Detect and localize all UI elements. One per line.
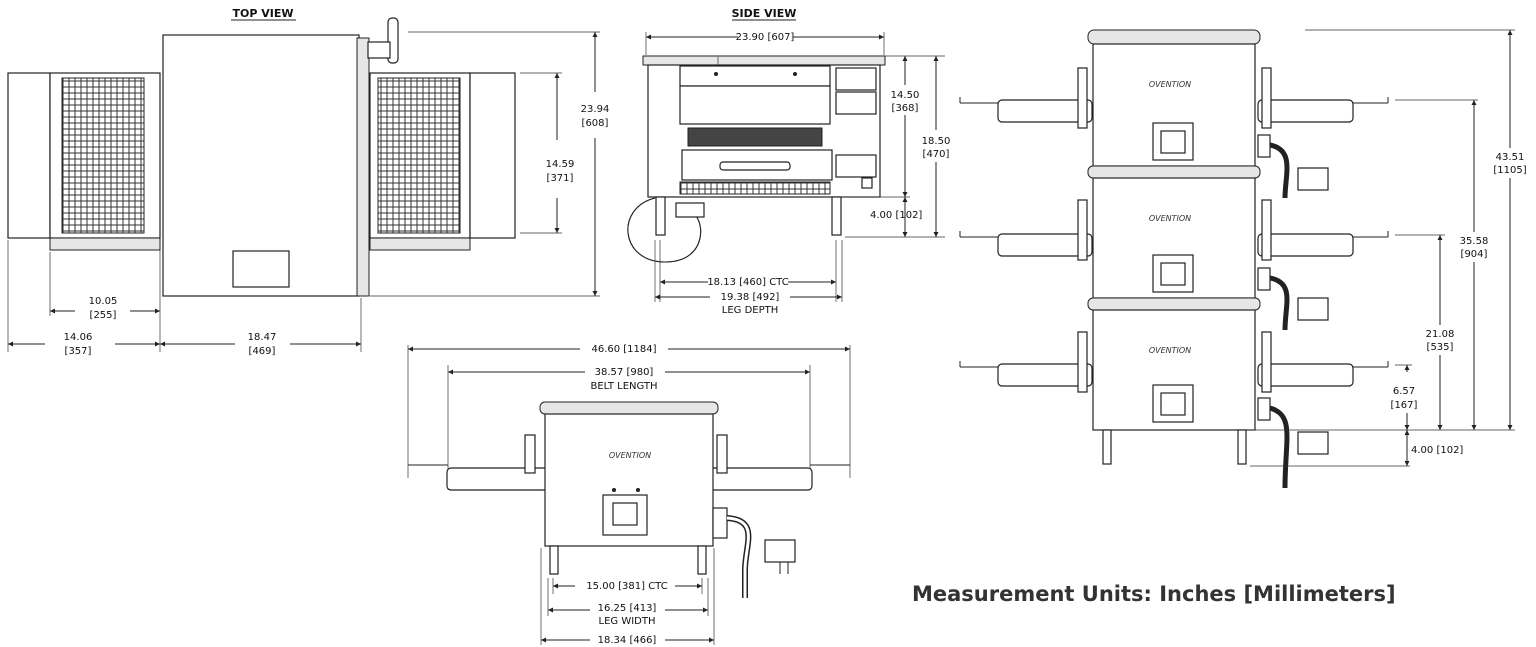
- top-view-title: TOP VIEW: [233, 7, 294, 20]
- dim-cabinet-width: 18.47: [248, 332, 277, 343]
- dim-stack-total-height-mm: [1105]: [1493, 165, 1526, 176]
- front-leg-left: [549, 545, 559, 575]
- dim-front-leg-width-label: LEG WIDTH: [599, 616, 656, 627]
- front-view: 46.60 [1184] 38.57 [980] BELT LENGTH OVE…: [407, 344, 851, 646]
- left-conveyor-cover: [7, 72, 51, 239]
- dim-left-extension-mm: [357]: [65, 346, 92, 357]
- stacked-oven-top: OVENTION: [959, 29, 1389, 199]
- dim-belt-length-label: BELT LENGTH: [590, 381, 657, 392]
- dim-upper-height: 14.50: [891, 90, 920, 101]
- stacked-logo-bottom: OVENTION: [1149, 346, 1191, 355]
- right-conveyor-cover: [469, 72, 516, 239]
- dim-side-width: 23.90 [607]: [736, 32, 795, 43]
- front-logo: OVENTION: [609, 451, 651, 460]
- dim-stack-one-height: 21.08: [1426, 329, 1455, 340]
- dim-overall-height: 18.50: [922, 136, 951, 147]
- side-view: SIDE VIEW 23.90 [607] 14.50: [627, 7, 951, 316]
- dim-top-depth-mm: [608]: [582, 118, 609, 129]
- stacked-oven-middle: OVENTION: [959, 165, 1389, 331]
- dim-stack-two-height: 35.58: [1460, 236, 1489, 247]
- dim-side-leg-depth-label: LEG DEPTH: [722, 305, 779, 316]
- dim-overall-height-mm: [470]: [923, 149, 950, 160]
- dim-stack-total-height: 43.51: [1496, 152, 1525, 163]
- dim-upper-height-mm: [368]: [892, 103, 919, 114]
- dim-side-leg-depth: 19.38 [492]: [721, 292, 780, 303]
- dim-front-leg-width: 16.25 [413]: [598, 603, 657, 614]
- units-note: Measurement Units: Inches [Millimeters]: [912, 582, 1396, 606]
- front-leg-right: [697, 545, 707, 575]
- dim-side-leg-ctc: 18.13 [460] CTC: [707, 277, 788, 288]
- control-panel: [232, 250, 290, 288]
- dim-conveyor-extension-mm: [255]: [90, 310, 117, 321]
- dim-belt-opening: 14.59: [546, 159, 575, 170]
- stacked-logo-middle: OVENTION: [1149, 214, 1191, 223]
- dim-stack-belt-height: 6.57: [1393, 386, 1415, 397]
- dim-stack-leg-height: 4.00 [102]: [1411, 445, 1463, 456]
- dim-conveyor-extension: 10.05: [89, 296, 118, 307]
- dim-cabinet-width-mm: [469]: [249, 346, 276, 357]
- dim-front-leg-ctc: 15.00 [381] CTC: [586, 581, 667, 592]
- dim-belt-opening-mm: [371]: [547, 173, 574, 184]
- side-leg-right: [831, 196, 842, 236]
- stacked-leg-right: [1237, 429, 1247, 465]
- dim-front-overall-width: 18.34 [466]: [598, 635, 657, 646]
- top-view: TOP VIEW 23.94 [608] 14.59 [371]: [7, 7, 610, 357]
- right-belt-grate: [377, 77, 461, 234]
- dim-stack-two-height-mm: [904]: [1461, 249, 1488, 260]
- stacked-logo-top: OVENTION: [1149, 80, 1191, 89]
- side-view-title: SIDE VIEW: [732, 7, 797, 20]
- stacked-view: OVENTION OVENTION: [959, 29, 1527, 489]
- dim-front-overall-length: 46.60 [1184]: [591, 344, 656, 355]
- side-leg-left: [655, 196, 666, 236]
- dim-top-depth: 23.94: [581, 104, 610, 115]
- dim-stack-belt-height-mm: [167]: [1391, 400, 1418, 411]
- stacked-oven-bottom: OVENTION: [959, 297, 1389, 489]
- dim-stack-one-height-mm: [535]: [1427, 342, 1454, 353]
- dim-side-leg-height: 4.00 [102]: [870, 210, 922, 221]
- dim-belt-length: 38.57 [980]: [595, 367, 654, 378]
- stacked-leg-left: [1102, 429, 1112, 465]
- left-belt-grate: [61, 77, 145, 234]
- dim-left-extension: 14.06: [64, 332, 93, 343]
